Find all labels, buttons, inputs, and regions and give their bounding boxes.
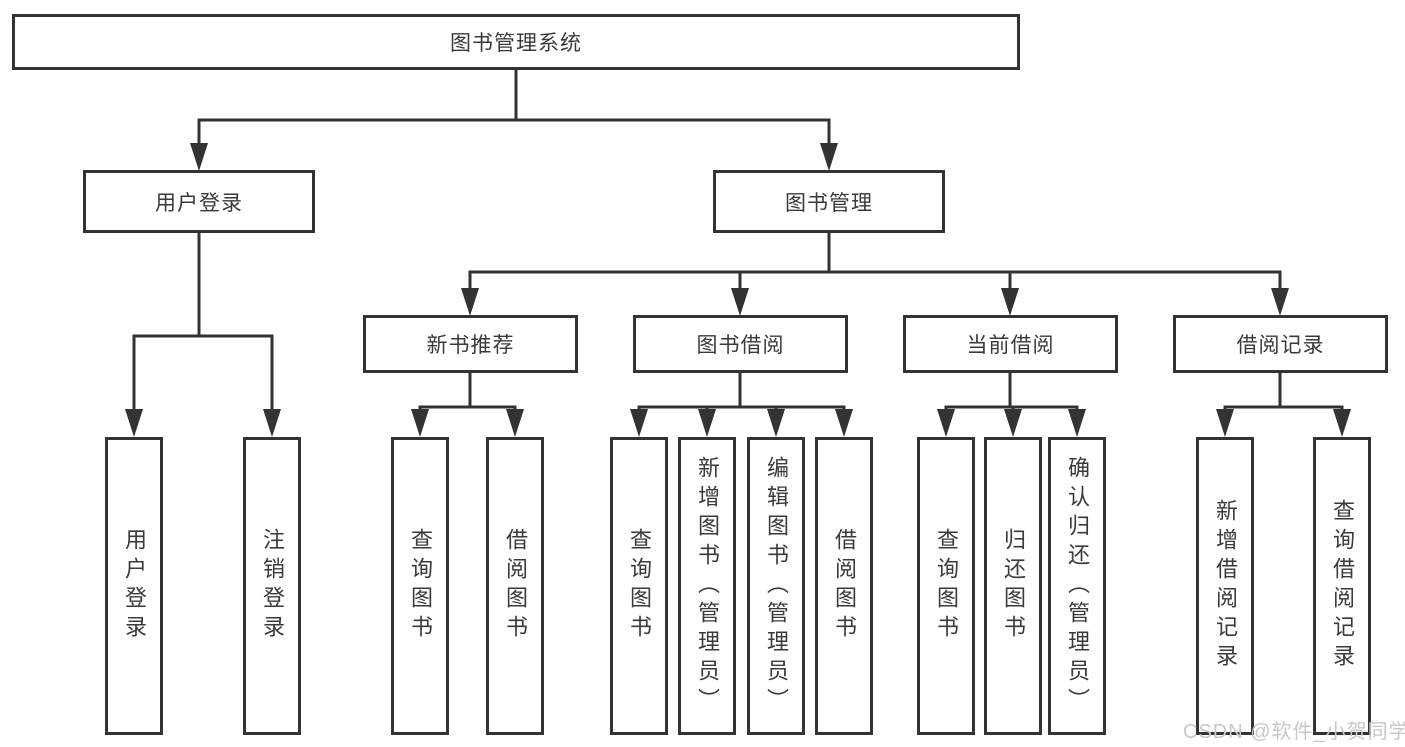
leaf-recommend-query-books: 查询图书	[391, 437, 449, 735]
leaf-records-query-record: 查询借阅记录	[1313, 437, 1371, 735]
leaf-current-query-books: 查询图书	[917, 437, 975, 735]
leaf-borrowing-add-books-admin: 新增图书（管理员）	[678, 437, 736, 735]
leaf-records-add-record: 新增借阅记录	[1196, 437, 1254, 735]
leaf-logout-login-label: 注销登录	[260, 528, 285, 644]
node-borrowing-records-label: 借阅记录	[1236, 334, 1325, 357]
leaf-borrowing-add-books-admin-label: 新增图书（管理员）	[695, 455, 720, 717]
leaf-recommend-query-books-label: 查询图书	[408, 528, 433, 644]
watermark: CSDN @软件_小贺同学	[1183, 721, 1405, 743]
leaf-borrowing-borrow-books-label: 借阅图书	[832, 528, 857, 644]
leaf-user-login: 用户登录	[105, 437, 163, 735]
leaf-records-query-record-label: 查询借阅记录	[1330, 499, 1355, 673]
node-book-management: 图书管理	[713, 170, 945, 233]
leaf-borrowing-query-books: 查询图书	[610, 437, 668, 735]
leaf-current-confirm-return-admin-label: 确认归还（管理员）	[1065, 455, 1090, 717]
leaf-borrowing-edit-books-admin-label: 编辑图书（管理员）	[764, 455, 789, 717]
node-root: 图书管理系统	[12, 14, 1020, 70]
node-current-borrowing: 当前借阅	[903, 315, 1118, 373]
node-book-borrowing-label: 图书借阅	[696, 334, 785, 357]
node-book-borrowing: 图书借阅	[633, 315, 848, 373]
leaf-borrowing-borrow-books: 借阅图书	[815, 437, 873, 735]
node-new-book-recommend: 新书推荐	[363, 315, 578, 373]
leaf-records-add-record-label: 新增借阅记录	[1213, 499, 1238, 673]
leaf-current-query-books-label: 查询图书	[934, 528, 959, 644]
leaf-current-confirm-return-admin: 确认归还（管理员）	[1048, 437, 1106, 735]
node-user-login-label: 用户登录	[155, 191, 243, 215]
leaf-recommend-borrow-books: 借阅图书	[486, 437, 544, 735]
node-root-label: 图书管理系统	[450, 32, 582, 55]
leaf-borrowing-query-books-label: 查询图书	[627, 528, 652, 644]
leaf-current-return-books: 归还图书	[984, 437, 1042, 735]
leaf-current-return-books-label: 归还图书	[1001, 528, 1026, 644]
node-borrowing-records: 借阅记录	[1173, 315, 1388, 373]
leaf-borrowing-edit-books-admin: 编辑图书（管理员）	[747, 437, 805, 735]
leaf-recommend-borrow-books-label: 借阅图书	[503, 528, 528, 644]
node-user-login: 用户登录	[83, 170, 315, 233]
leaf-user-login-label: 用户登录	[122, 528, 147, 644]
node-book-management-label: 图书管理	[785, 191, 873, 215]
node-current-borrowing-label: 当前借阅	[966, 334, 1055, 357]
node-new-book-recommend-label: 新书推荐	[426, 334, 515, 357]
leaf-logout-login: 注销登录	[243, 437, 301, 735]
